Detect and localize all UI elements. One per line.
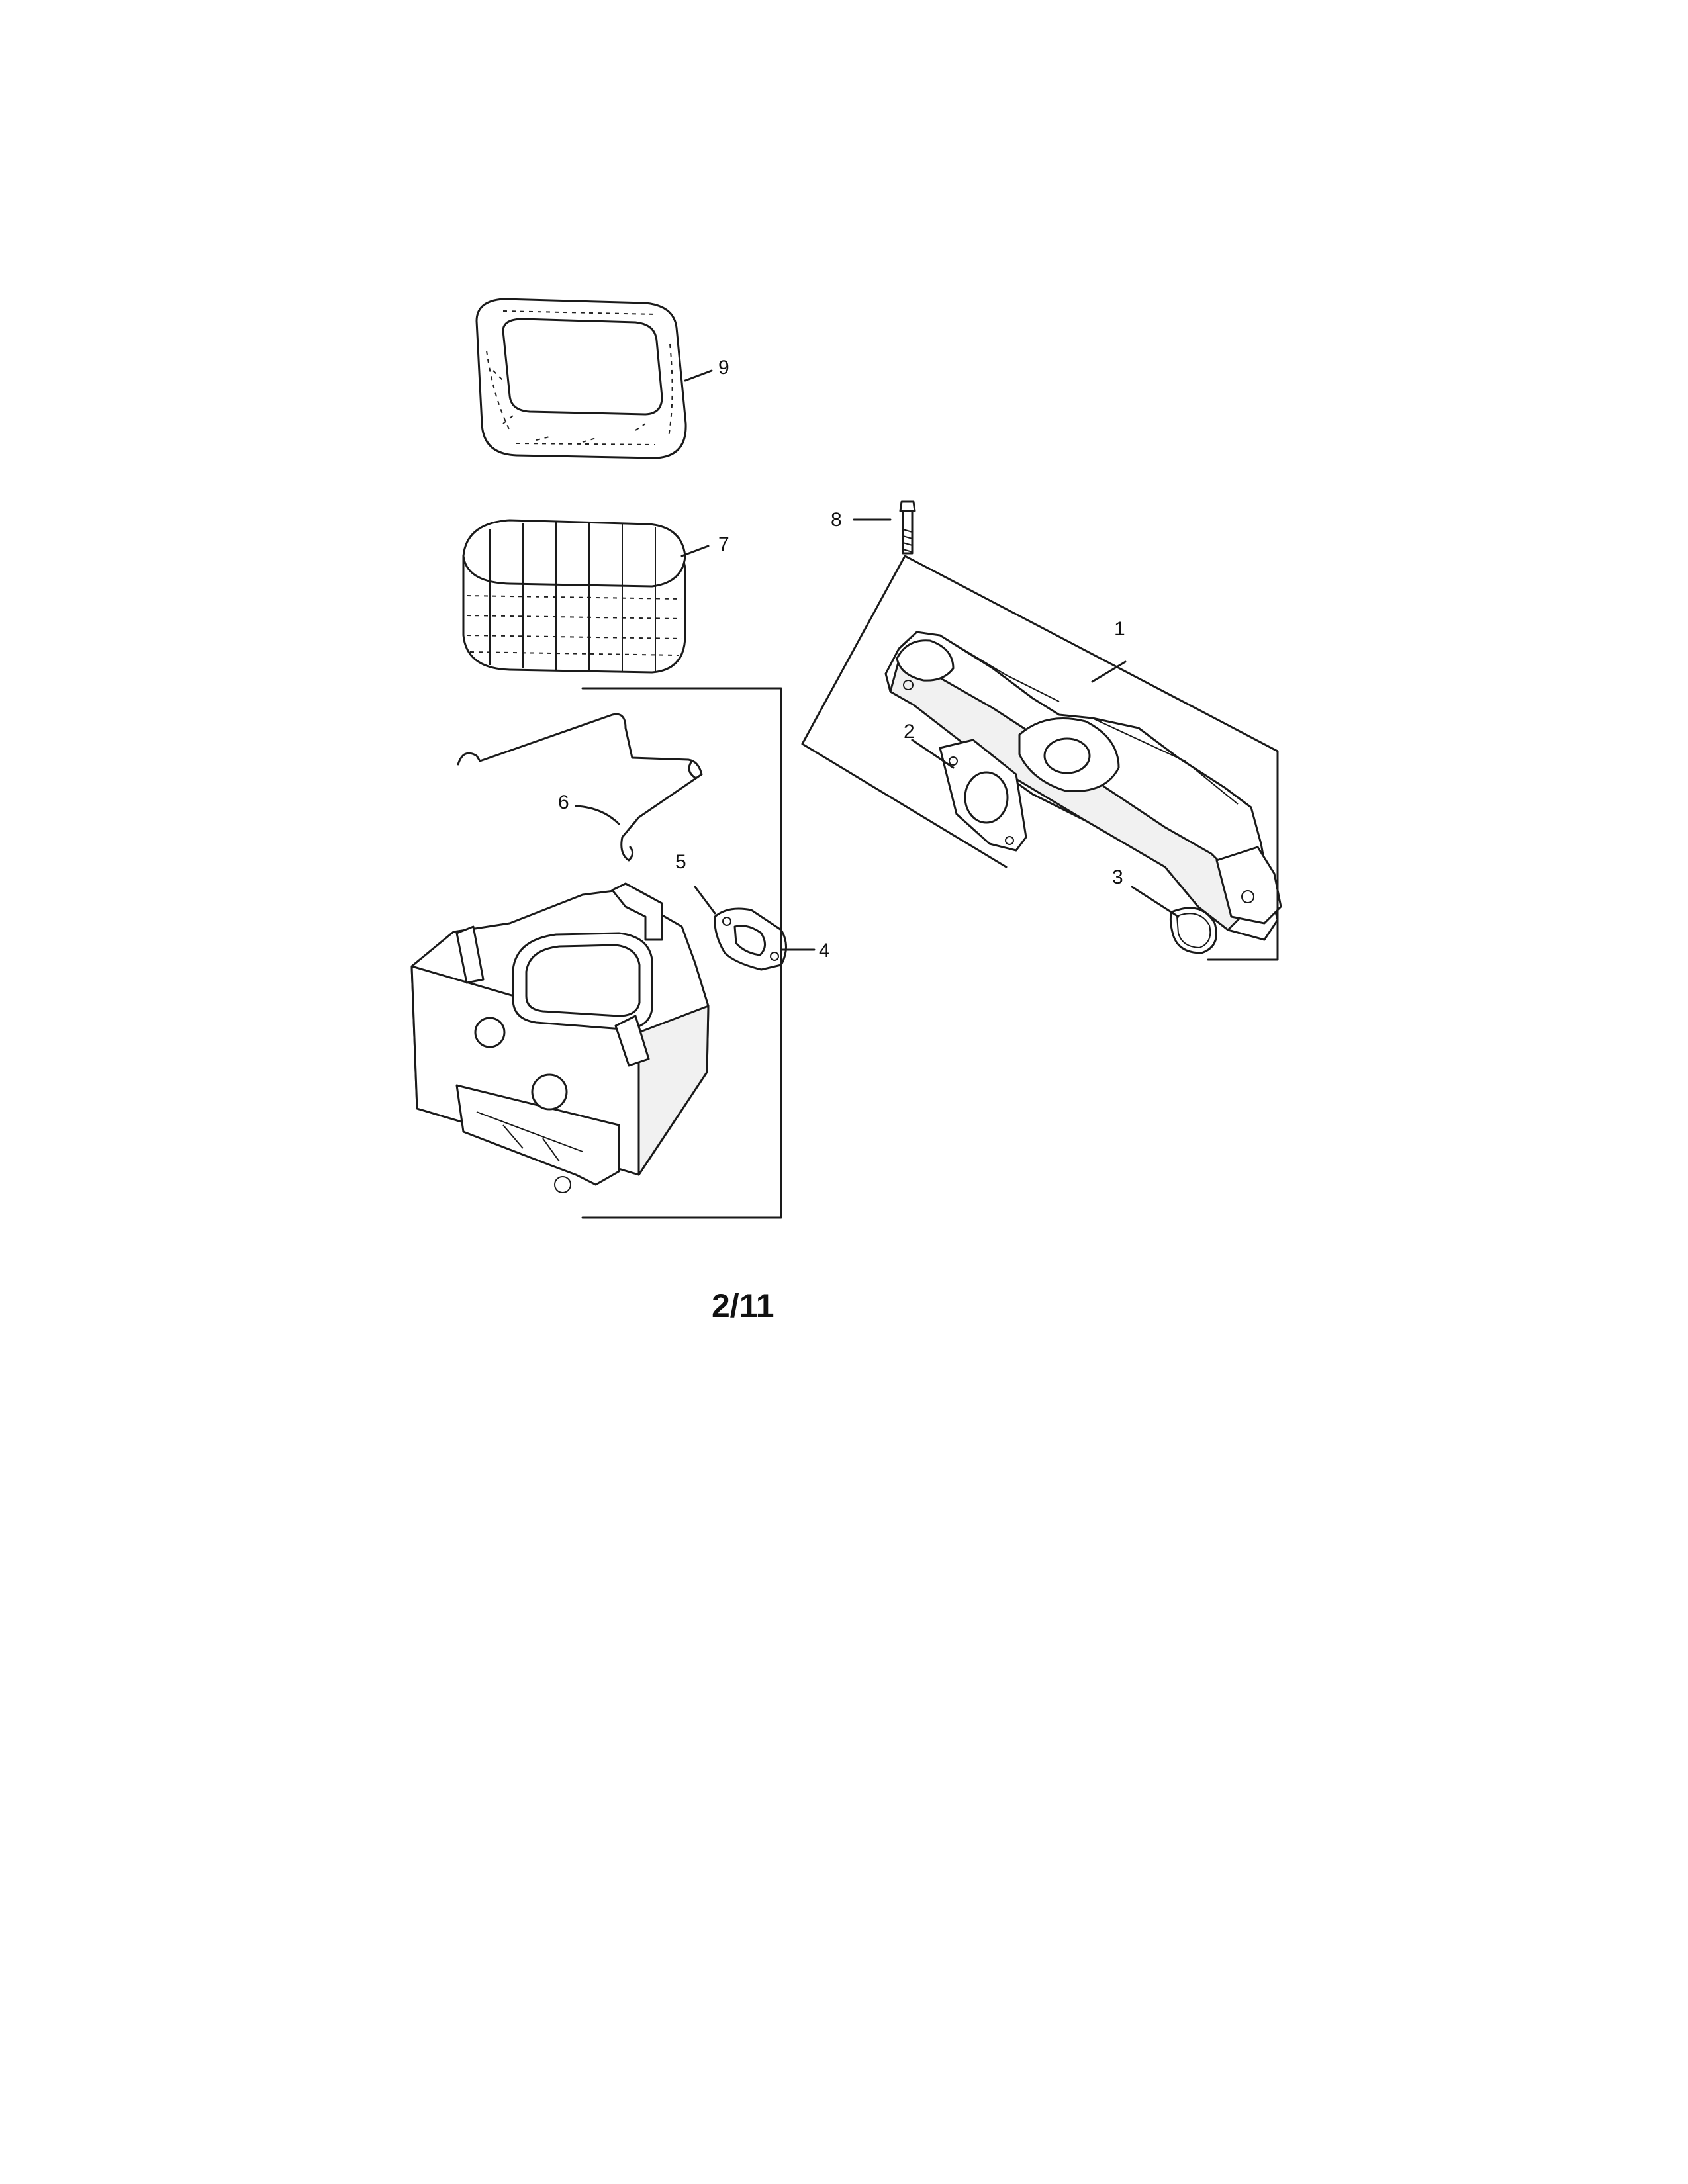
part-3-o-ring [1169, 907, 1217, 954]
callout-label-8: 8 [831, 509, 842, 531]
callout-label-1: 1 [1114, 618, 1125, 640]
part-9-precleaner [475, 298, 687, 459]
part-4-air-cleaner-base [410, 882, 710, 1193]
part-1-intake-manifold [884, 631, 1282, 941]
part-4-bracket [581, 687, 782, 1219]
callout-label-7: 7 [718, 533, 729, 555]
callout-label-4: 4 [819, 940, 830, 962]
page-number: 2/11 [712, 1287, 774, 1324]
part-8-bolt [899, 500, 916, 555]
part-1-bracket [801, 555, 1279, 961]
callout-label-6: 6 [558, 792, 569, 813]
part-7-air-filter [462, 519, 686, 674]
callout-label-9: 9 [718, 357, 729, 379]
part-6-wire-clip [457, 713, 703, 862]
part-2-manifold-gasket [939, 739, 1027, 852]
callout-label-2: 2 [904, 721, 915, 743]
callout-label-5: 5 [675, 851, 686, 873]
leader-lines [575, 369, 1180, 951]
callout-label-3: 3 [1112, 866, 1123, 888]
part-5-gasket [714, 907, 787, 971]
